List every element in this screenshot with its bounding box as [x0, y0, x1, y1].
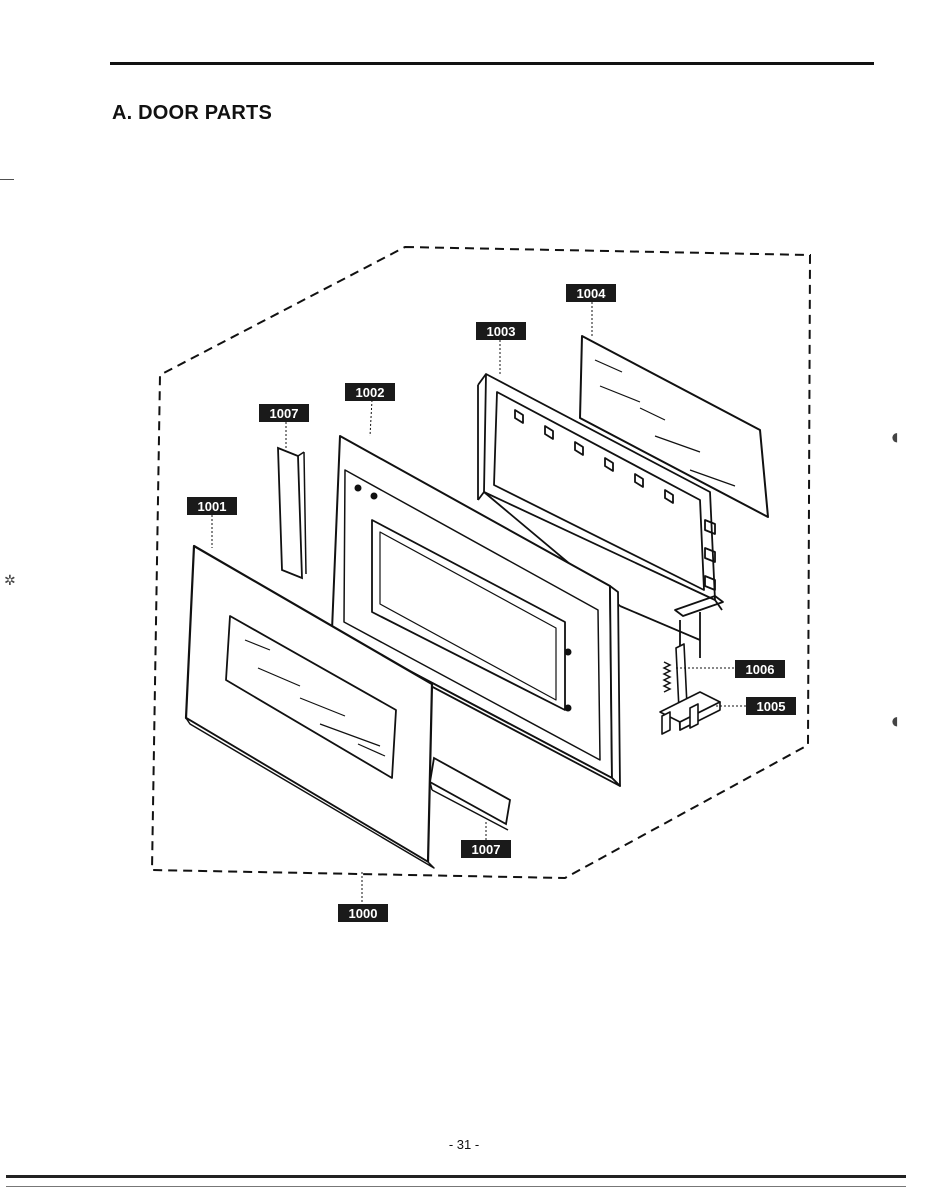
callout-1004-text: 1004	[577, 286, 607, 301]
section-title: A. DOOR PARTS	[112, 102, 273, 124]
top-rule	[110, 62, 874, 65]
callout-1000: 1000	[338, 904, 388, 922]
callout-1007-bottom: 1007	[461, 840, 511, 858]
callout-1001-text: 1001	[198, 499, 227, 514]
door-frame-front-part	[184, 544, 435, 869]
callout-1006-text: 1006	[746, 662, 775, 677]
callout-1007-top-text: 1007	[270, 406, 299, 421]
callout-1006: 1006	[735, 660, 785, 678]
callout-1005-text: 1005	[757, 699, 786, 714]
window-glass-part	[579, 335, 769, 518]
callout-1007-bottom-text: 1007	[472, 842, 501, 857]
callout-1001: 1001	[187, 497, 237, 515]
bottom-rule-thin	[6, 1186, 906, 1187]
scan-artifact-dash: —	[0, 170, 14, 186]
binding-hole-top: ◖	[888, 424, 902, 449]
choke-cover-top-part	[277, 446, 307, 580]
bottom-rule	[6, 1175, 906, 1178]
callout-1002: 1002	[345, 383, 395, 401]
callout-1007-top: 1007	[259, 404, 309, 422]
scan-artifact-mark: ✲	[4, 572, 16, 588]
callout-1000-text: 1000	[349, 906, 378, 921]
page-number: - 31 -	[448, 1137, 480, 1152]
choke-cover-bottom-part	[429, 756, 511, 831]
callout-1002-text: 1002	[356, 385, 385, 400]
choke-cover-frame-part	[477, 373, 724, 660]
callout-1005: 1005	[746, 697, 796, 715]
leader-lines	[211, 302, 746, 904]
door-panel-part	[331, 435, 621, 787]
latch-hook-part	[659, 643, 721, 735]
binding-hole-bottom: ◖	[888, 708, 902, 733]
latch-spring-part	[662, 661, 672, 693]
callout-1003-text: 1003	[487, 324, 516, 339]
callout-1003: 1003	[476, 322, 526, 340]
assembly-boundary	[150, 245, 812, 880]
callout-1004: 1004	[566, 284, 616, 302]
